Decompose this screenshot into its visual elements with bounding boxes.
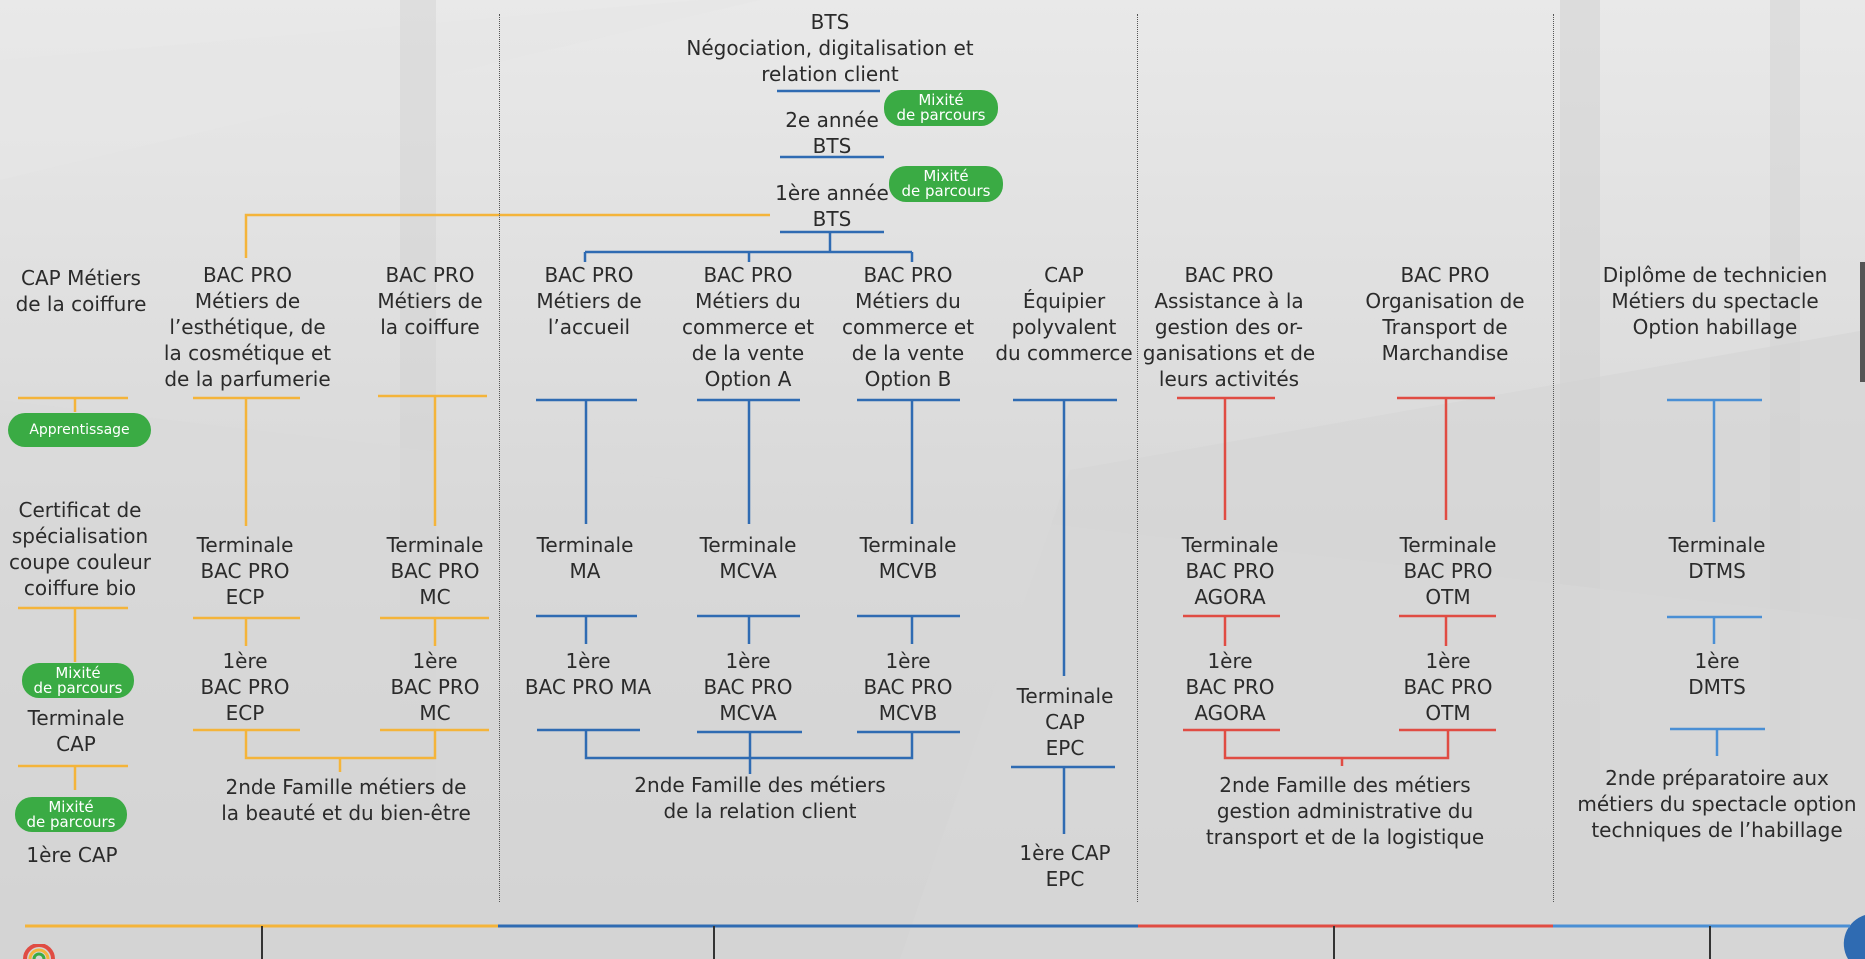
- premiere-dmts: 1ère DMTS: [1688, 649, 1746, 699]
- bac-pro-mcvb-title: BAC PRO Métiers du commerce et de la ven…: [841, 263, 975, 391]
- logo-icon: [23, 944, 55, 959]
- mixite-badge: Mixité de parcours: [889, 166, 1003, 202]
- apprentissage-badge: Apprentissage: [8, 413, 151, 447]
- bottom-timeline: [25, 924, 1850, 959]
- terminale-bac-pro-mc: Terminale BAC PRO MC: [386, 533, 484, 609]
- certificat-specialisation: Certificat de spécialisation coupe coule…: [9, 498, 151, 600]
- beauty-lines: [18, 213, 770, 790]
- premiere-cap-coiffure: 1ère CAP: [26, 843, 118, 867]
- section-separator: [1553, 14, 1554, 902]
- bts-year2: 2e année BTS: [785, 108, 879, 158]
- dtms-title: Diplôme de technicien Métiers du spectac…: [1602, 263, 1828, 339]
- terminale-ma: Terminale MA: [536, 533, 634, 583]
- bac-pro-ma-title: BAC PRO Métiers de l’accueil: [536, 263, 642, 339]
- premiere-bac-pro-mcva: 1ère BAC PRO MCVA: [703, 649, 793, 725]
- premiere-bac-pro-agora: 1ère BAC PRO AGORA: [1185, 649, 1275, 725]
- famille-relation-client: 2nde Famille des métiers de la relation …: [634, 773, 886, 823]
- bac-pro-agora-title: BAC PRO Assistance à la gestion des or- …: [1142, 263, 1316, 391]
- seconde-preparatoire-spectacle: 2nde préparatoire aux métiers du spectac…: [1577, 766, 1857, 842]
- relation-lines: [536, 89, 1117, 834]
- premiere-cap-epc: 1ère CAP EPC: [1019, 841, 1111, 891]
- bac-pro-ecp-title: BAC PRO Métiers de l’esthétique, de la c…: [163, 263, 332, 391]
- bac-pro-otm-title: BAC PRO Organisation de Transport de Mar…: [1365, 263, 1525, 365]
- premiere-bac-pro-otm: 1ère BAC PRO OTM: [1403, 649, 1493, 725]
- terminale-bac-pro-ecp: Terminale BAC PRO ECP: [196, 533, 294, 609]
- cap-epc-title: CAP Équipier polyvalent du commerce: [995, 263, 1133, 365]
- bac-pro-mc-title: BAC PRO Métiers de la coiffure: [377, 263, 483, 339]
- premiere-bac-pro-mcvb: 1ère BAC PRO MCVB: [863, 649, 953, 725]
- admin-lines: [1177, 396, 1496, 766]
- terminale-dtms: Terminale DTMS: [1668, 533, 1766, 583]
- famille-beaute: 2nde Famille métiers de la beauté et du …: [221, 775, 471, 825]
- bts-title: BTS Négociation, digitalisation et relat…: [686, 10, 974, 86]
- famille-gestion-administrative: 2nde Famille des métiers gestion adminis…: [1205, 773, 1485, 849]
- spectacle-lines: [1667, 398, 1765, 756]
- mixite-badge: Mixité de parcours: [22, 663, 134, 698]
- bts-year1: 1ère année BTS: [775, 181, 889, 231]
- section-separator: [1137, 14, 1138, 902]
- terminale-mcva: Terminale MCVA: [699, 533, 797, 583]
- premiere-bac-pro-ma: 1ère BAC PRO MA: [524, 649, 652, 699]
- mixite-badge: Mixité de parcours: [15, 797, 127, 832]
- terminale-cap-epc: Terminale CAP EPC: [1016, 684, 1114, 760]
- bac-pro-mcva-title: BAC PRO Métiers du commerce et de la ven…: [681, 263, 815, 391]
- premiere-bac-pro-mc: 1ère BAC PRO MC: [390, 649, 480, 725]
- terminale-cap-coiffure: Terminale CAP: [27, 706, 125, 756]
- premiere-bac-pro-ecp: 1ère BAC PRO ECP: [200, 649, 290, 725]
- mixite-badge: Mixité de parcours: [884, 90, 998, 126]
- section-separator: [499, 14, 500, 902]
- terminale-mcvb: Terminale MCVB: [859, 533, 957, 583]
- cap-coiffure-title: CAP Métiers de la coiffure: [15, 266, 147, 316]
- terminale-bac-pro-agora: Terminale BAC PRO AGORA: [1181, 533, 1279, 609]
- terminale-bac-pro-otm: Terminale BAC PRO OTM: [1399, 533, 1497, 609]
